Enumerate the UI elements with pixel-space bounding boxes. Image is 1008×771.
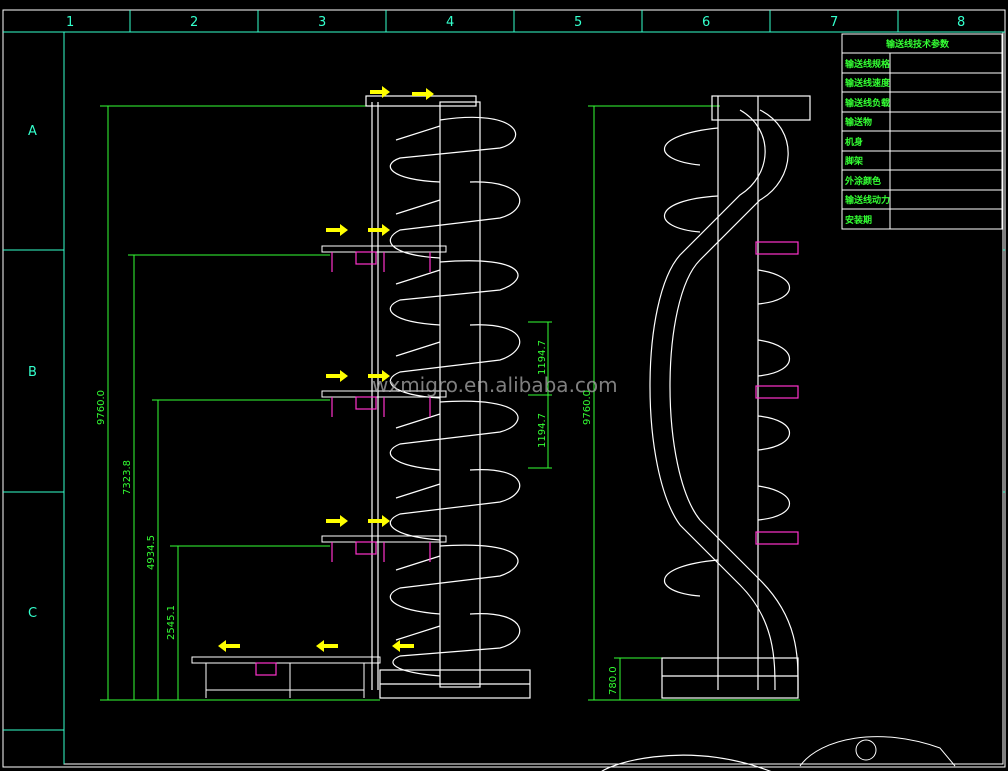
left-view-dimensions [100, 105, 552, 701]
title-block-row: 机身 [845, 136, 863, 148]
column-number-5: 5 [574, 15, 582, 30]
column-number-1: 1 [66, 15, 74, 30]
column-grid [3, 10, 1005, 33]
right-spiral-conveyor [601, 95, 811, 771]
row-letter-a: A [28, 124, 37, 139]
column-number-3: 3 [318, 15, 326, 30]
dim-base-height: 780.0 [608, 666, 619, 695]
title-block-row: 输送线速度 [845, 77, 891, 89]
right-view-accents [755, 241, 799, 545]
dim-total-height-right: 9760.0 [582, 390, 593, 425]
column-number-6: 6 [702, 15, 710, 30]
dim-level2-height: 4934.5 [146, 535, 157, 570]
left-spiral-conveyor [365, 95, 531, 699]
dim-total-height-left: 9760.0 [96, 390, 107, 425]
column-number-2: 2 [190, 15, 198, 30]
watermark: wxmigro.en.alibaba.com [372, 373, 618, 397]
row-grid [3, 32, 1005, 764]
title-block-header: 输送线技术参数 [886, 38, 950, 50]
right-view-dimensions [588, 105, 800, 701]
title-block [841, 33, 1003, 230]
dim-level1-height: 2545.1 [166, 605, 177, 640]
title-block-row: 输送线规格 [845, 58, 891, 70]
title-block-row: 外涂颜色 [844, 175, 881, 187]
flow-arrows [218, 86, 434, 652]
title-block-row: 安装期 [845, 214, 872, 226]
column-number-4: 4 [446, 15, 454, 30]
row-letter-c: C [28, 606, 37, 621]
title-block-row: 脚架 [845, 155, 863, 167]
title-block-row: 输送线负载 [845, 97, 890, 109]
title-block-row: 输送物 [845, 116, 872, 128]
base-fixture-bottom-right [799, 736, 956, 767]
dim-pitch-lower: 1194.7 [537, 413, 548, 448]
title-block-row: 输送线动力 [845, 194, 890, 206]
dim-level3-height: 7323.8 [122, 460, 133, 495]
row-letter-b: B [28, 365, 37, 380]
transfer-platforms [191, 245, 447, 698]
column-number-7: 7 [830, 15, 838, 30]
dim-pitch-upper: 1194.7 [537, 340, 548, 375]
column-number-8: 8 [957, 15, 965, 30]
platform-legs [255, 251, 431, 676]
